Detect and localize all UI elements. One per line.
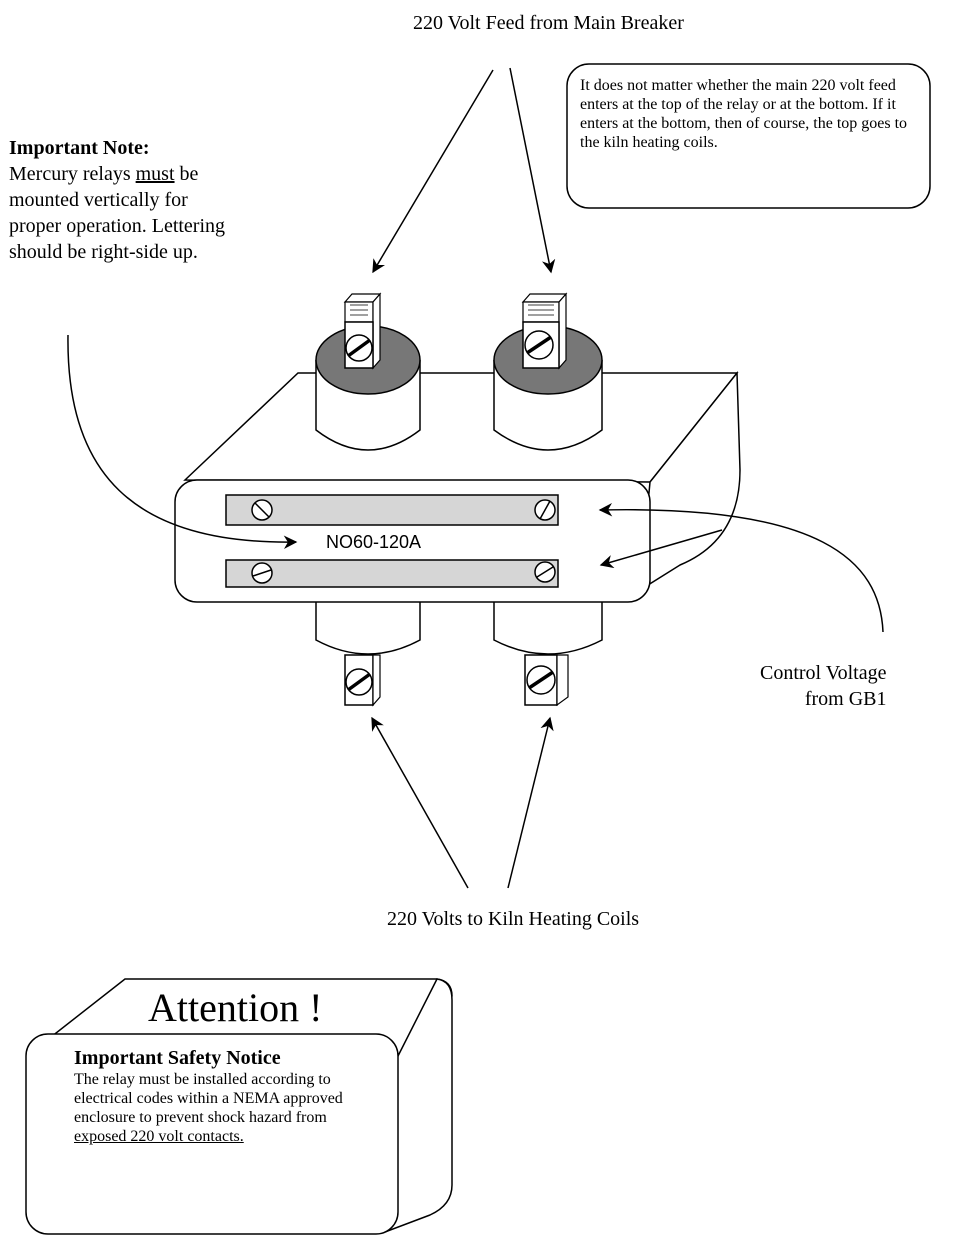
note-text-underlined: must [135, 163, 175, 185]
control-label-line1: Control Voltage [760, 662, 887, 684]
relay-bar-lower [225, 559, 559, 588]
note-text-after: be mounted vertically for proper operati… [9, 163, 226, 263]
note-heading: Important Note: [9, 137, 150, 159]
feed-arrow-left [372, 69, 494, 274]
note-arrow [67, 334, 298, 549]
coils-arrow-left [371, 716, 469, 889]
screw-lower-right [534, 561, 556, 583]
note-text-before: Mercury relays [9, 163, 136, 185]
callout-box [566, 63, 931, 209]
control-arrow-lower [599, 529, 723, 569]
screw-upper-right [534, 499, 556, 521]
coils-label: 220 Volts to Kiln Heating Coils [387, 908, 640, 930]
top-terminal-right [493, 292, 603, 451]
bottom-terminal-left [315, 600, 421, 707]
feed-label: 220 Volt Feed from Main Breaker [413, 12, 684, 34]
coils-arrow-right [507, 716, 554, 889]
control-arrow-upper [598, 502, 884, 633]
safety-text: The relay must be installed according to… [74, 1071, 343, 1126]
relay-body-side [639, 370, 741, 592]
attention-box-front [25, 1033, 399, 1235]
control-voltage-label: Control Voltage from GB1 [760, 660, 886, 712]
callout-text: It does not matter whether the main 220 … [580, 77, 908, 151]
important-note: Important Note: Mercury relays must be m… [9, 135, 239, 265]
top-terminal-left [315, 292, 421, 451]
bottom-terminal-right [493, 600, 603, 707]
screw-upper-left [251, 499, 273, 521]
attention-box-side [384, 978, 453, 1234]
relay-bar-upper [225, 494, 559, 526]
safety-heading: Important Safety Notice [74, 1047, 281, 1069]
screw-lower-left [251, 562, 273, 584]
attention-title: Attention ! [148, 985, 323, 1030]
safety-notice: Important Safety Notice The relay must b… [74, 1046, 374, 1146]
relay-model-label: NO60-120A [326, 532, 422, 552]
control-label-line2: from GB1 [804, 688, 887, 710]
feed-arrow-right [509, 67, 556, 274]
relay-body-top [183, 372, 739, 483]
safety-text-underlined: exposed 220 volt contacts. [74, 1128, 244, 1145]
